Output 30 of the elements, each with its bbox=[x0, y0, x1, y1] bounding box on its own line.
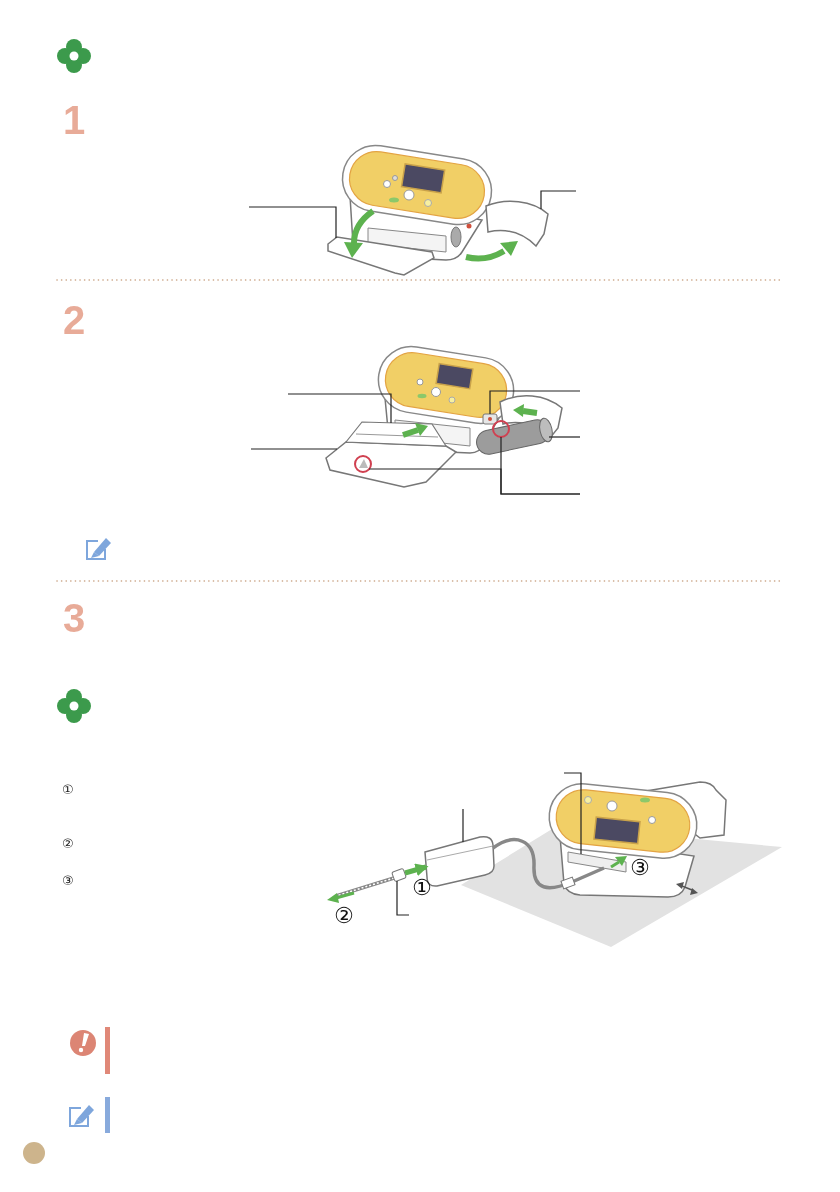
leader-line bbox=[489, 390, 581, 415]
callout-number: ③ bbox=[62, 874, 74, 887]
callout-number: ① bbox=[62, 783, 74, 796]
arrow bbox=[404, 863, 429, 877]
leader-line bbox=[248, 206, 337, 239]
ring-icon bbox=[492, 420, 510, 438]
step-number: 2 bbox=[63, 300, 86, 340]
cassette-slot bbox=[482, 413, 498, 425]
step-number: 3 bbox=[63, 598, 86, 638]
step-number: 1 bbox=[63, 100, 86, 140]
leader-line bbox=[548, 436, 581, 438]
leader-line bbox=[462, 808, 464, 843]
callout-number: ② bbox=[334, 905, 354, 927]
ring-icon bbox=[354, 455, 372, 473]
ink-cassette bbox=[473, 417, 553, 457]
callout-number: ② bbox=[62, 837, 74, 850]
leader-line bbox=[540, 190, 577, 210]
dc-in-port bbox=[567, 851, 627, 873]
callout-number: ③ bbox=[630, 857, 650, 879]
leader-line bbox=[250, 448, 338, 450]
leader-line bbox=[500, 436, 581, 495]
dc-cable bbox=[492, 838, 605, 890]
front-cover bbox=[327, 236, 435, 276]
callout-number: ① bbox=[412, 877, 432, 899]
power-cord bbox=[335, 867, 407, 898]
leader-line bbox=[563, 772, 582, 855]
rear-cover bbox=[485, 200, 549, 247]
paper-stack bbox=[344, 421, 448, 447]
leader-line bbox=[287, 393, 392, 424]
leader-line bbox=[396, 880, 410, 916]
